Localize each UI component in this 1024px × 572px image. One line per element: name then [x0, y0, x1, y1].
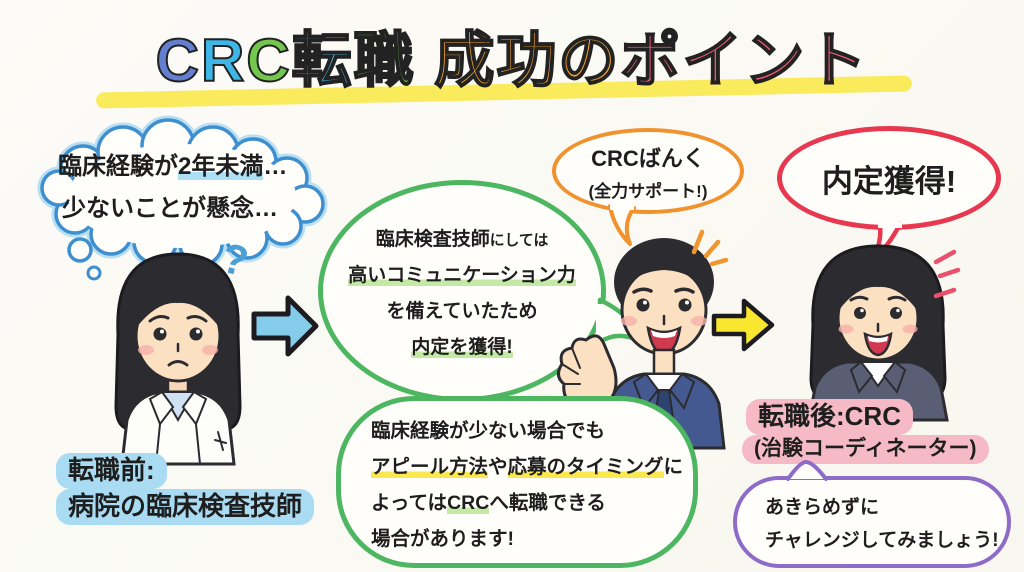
text-segment: アピール方法 [371, 455, 489, 478]
text-segment: CRCばんく [591, 145, 705, 171]
thought-trail-circle [86, 265, 102, 281]
text-segment: へ転職できる [489, 491, 606, 514]
service-bubble-tail [608, 204, 636, 246]
text-segment: R [200, 26, 247, 95]
text-segment: を備えていたため [386, 300, 538, 322]
after-label: 転職後:CRC [746, 396, 913, 435]
thought-trail-circle [67, 237, 93, 263]
text-segment: 少ないことが懸念… [62, 195, 278, 222]
text-segment: C [155, 26, 201, 95]
text-segment: 内定獲得! [821, 163, 957, 199]
text-segment: 転職後:CRC [746, 399, 913, 435]
text-segment: よっては [371, 491, 448, 514]
before-label: 転職前: [56, 450, 167, 489]
text-segment: あきらめずに [765, 497, 880, 518]
text-segment: 臨床経験が [58, 153, 178, 180]
text-segment: 臨床検査技師 [375, 228, 490, 250]
text-segment: … [263, 153, 288, 180]
worried-woman-lab-coat [114, 252, 242, 466]
text-segment: 場合があります! [371, 527, 514, 550]
note-line: 場合があります! [371, 522, 693, 551]
note-line: よってはCRCへ転職できる [371, 486, 693, 515]
text-segment: (治験コーディネーター) [742, 435, 989, 464]
thought-line: 少ないことが懸念… [62, 188, 278, 223]
offer-bubble: 内定獲得! [777, 126, 1001, 230]
text-segment: チャレンジしてみましょう! [765, 530, 999, 551]
text-segment: (全力サポート!) [588, 181, 708, 201]
text-segment: ポイント [619, 26, 869, 95]
flow-arrow-left-icon [251, 295, 319, 357]
speech-line: 高いコミュニケーション力 [348, 260, 576, 287]
speech-line: を備えていたため [386, 296, 537, 323]
service-line: CRCばんく [591, 141, 705, 173]
happy-woman-suit [807, 244, 949, 422]
page-title: CRC転職 成功のポイント [0, 12, 1024, 99]
text-segment: C [245, 26, 292, 95]
thought-line: 臨床経験が2年未満… [58, 146, 287, 181]
text-segment: 2年未満 [178, 153, 264, 180]
text-segment: にしては [489, 232, 549, 249]
offer-line: 内定獲得! [822, 156, 956, 201]
cheer-bubble: あきらめずに チャレンジしてみましょう! [733, 476, 1011, 568]
emphasis-marks-pink-icon [933, 249, 961, 299]
note-line: アピール方法や応募のタイミングに [371, 450, 693, 479]
text-segment: 職 [353, 26, 416, 95]
cheer-bubble-tail [786, 459, 828, 481]
text-segment: CRC [447, 491, 490, 514]
note-bubble: 臨床経験が少ない場合でも アピール方法や応募のタイミングに よってはCRCへ転職… [336, 396, 698, 568]
text-segment: 臨床経験が少ない場合でも [371, 419, 606, 442]
service-bubble: CRCばんく (全力サポート!) [552, 128, 744, 214]
text-segment: 内定を獲得! [411, 336, 513, 358]
cheer-line: あきらめずに [765, 492, 1007, 519]
text-segment: 応募のタイミング [507, 455, 664, 478]
speech-line: 内定を獲得! [411, 332, 513, 359]
text-segment: 病院の臨床検査技師 [56, 489, 315, 525]
flow-arrow-right-icon [711, 298, 775, 352]
text-segment: に [663, 455, 684, 478]
text-segment: や [488, 455, 508, 478]
note-line: 臨床経験が少ない場合でも [371, 414, 693, 443]
speech-line: 臨床検査技師にしては [376, 224, 549, 251]
emphasis-marks-orange-icon [691, 229, 729, 267]
thought-cloud [37, 115, 328, 281]
text-segment: 高いコミュニケーション力 [348, 264, 576, 286]
service-line: (全力サポート!) [589, 177, 708, 202]
after-label: (治験コーディネーター) [742, 432, 989, 464]
text-segment: 転 [291, 26, 354, 95]
before-label: 病院の臨床検査技師 [56, 486, 315, 525]
text-segment: 転職前: [56, 453, 167, 489]
text-segment: 成功の [415, 26, 621, 95]
cheer-line: チャレンジしてみましょう! [765, 525, 1007, 552]
